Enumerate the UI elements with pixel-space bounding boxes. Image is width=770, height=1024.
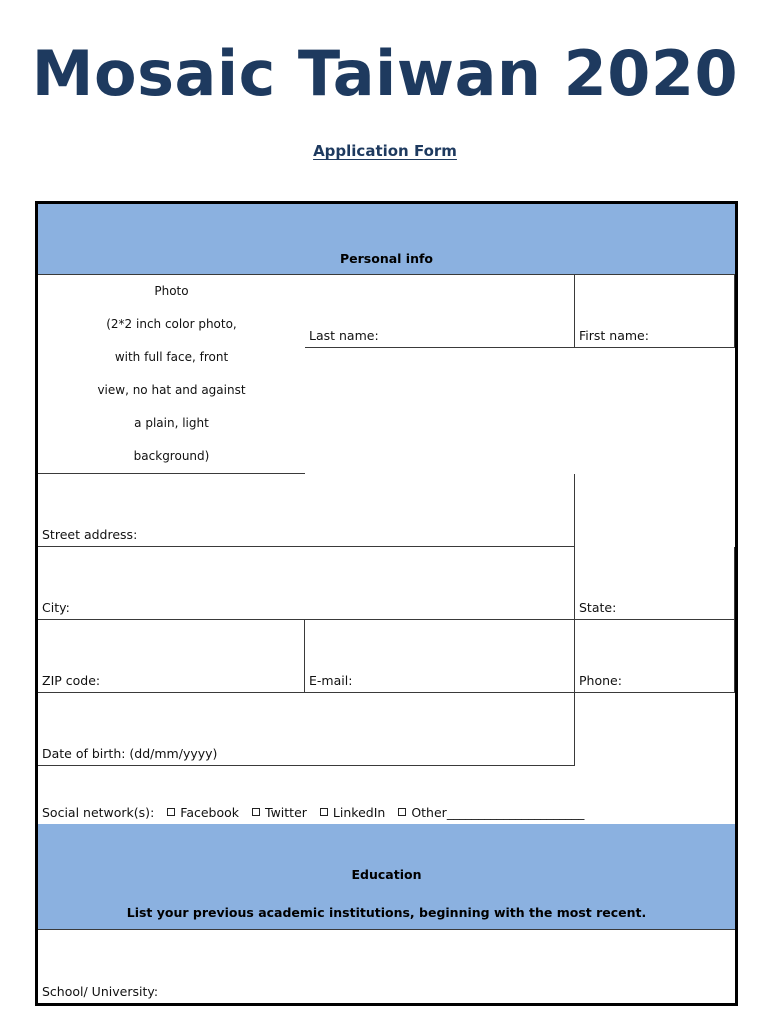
field-first-name-label: First name: — [579, 328, 649, 343]
checkbox-twitter-label: Twitter — [265, 805, 307, 820]
field-social-other-blank[interactable]: ______________________ — [446, 805, 585, 820]
checkbox-unchecked-icon[interactable] — [319, 808, 328, 816]
checkbox-linkedin[interactable]: LinkedIn — [319, 805, 386, 820]
field-zip-code[interactable]: ZIP code: — [38, 620, 305, 693]
field-phone-label: Phone: — [579, 673, 622, 688]
application-form-table: Personal info Last name: First name: Pho… — [35, 201, 738, 1006]
field-email[interactable]: E-mail: — [305, 620, 575, 693]
checkbox-unchecked-icon[interactable] — [252, 808, 261, 816]
checkbox-facebook-label: Facebook — [180, 805, 240, 820]
field-social-networks-label: Social network(s): — [42, 805, 155, 820]
field-school-university[interactable]: School/ University: — [38, 930, 735, 1003]
photo-note-line-6: background) — [133, 449, 210, 463]
checkbox-unchecked-icon[interactable] — [398, 808, 407, 816]
field-last-name[interactable]: Last name: — [305, 275, 575, 348]
field-phone[interactable]: Phone: — [575, 620, 735, 693]
page-subtitle: Application Form — [313, 142, 457, 160]
section-header-personal-info: Personal info — [38, 204, 735, 275]
checkbox-other-label: Other — [411, 805, 447, 820]
field-state[interactable]: State: — [575, 547, 735, 620]
field-state-label: State: — [579, 600, 617, 615]
section-header-education-label: Education — [351, 867, 422, 882]
field-street-address-label: Street address: — [42, 527, 138, 542]
field-first-name[interactable]: First name: — [575, 275, 735, 348]
field-email-label: E-mail: — [309, 673, 353, 688]
field-date-of-birth[interactable]: Date of birth: (dd/mm/yyyy) — [38, 693, 575, 766]
field-social-networks[interactable]: Social network(s): Facebook Twitter Link… — [38, 766, 735, 824]
field-zip-code-label: ZIP code: — [42, 673, 101, 688]
section-header-education: Education List your previous academic in… — [38, 824, 735, 930]
personal-info-grid: Last name: First name: Photo (2*2 inch c… — [38, 275, 735, 766]
section-header-personal-info-label: Personal info — [339, 251, 433, 266]
photo-note-line-4: view, no hat and against — [97, 383, 246, 397]
checkbox-twitter[interactable]: Twitter — [252, 805, 307, 820]
field-date-of-birth-label: Date of birth: (dd/mm/yyyy) — [42, 746, 218, 761]
field-last-name-label: Last name: — [309, 328, 379, 343]
photo-note-line-1: Photo — [154, 284, 189, 298]
photo-note-line-3: with full face, front — [114, 350, 229, 364]
field-street-address[interactable]: Street address: — [38, 474, 575, 547]
field-city-label: City: — [42, 600, 70, 615]
checkbox-other[interactable]: Other — [398, 805, 447, 820]
checkbox-unchecked-icon[interactable] — [167, 808, 176, 816]
photo-placeholder-cell[interactable]: Photo (2*2 inch color photo, with full f… — [38, 275, 305, 474]
page-title: Mosaic Taiwan 2020 — [31, 37, 739, 110]
checkbox-linkedin-label: LinkedIn — [332, 805, 386, 820]
photo-note-line-5: a plain, light — [134, 416, 209, 430]
photo-note-line-2: (2*2 inch color photo, — [106, 317, 237, 331]
section-header-education-instruction: List your previous academic institutions… — [126, 905, 647, 920]
field-city[interactable]: City: — [38, 547, 575, 620]
field-school-university-label: School/ University: — [42, 984, 159, 999]
checkbox-facebook[interactable]: Facebook — [167, 805, 239, 820]
